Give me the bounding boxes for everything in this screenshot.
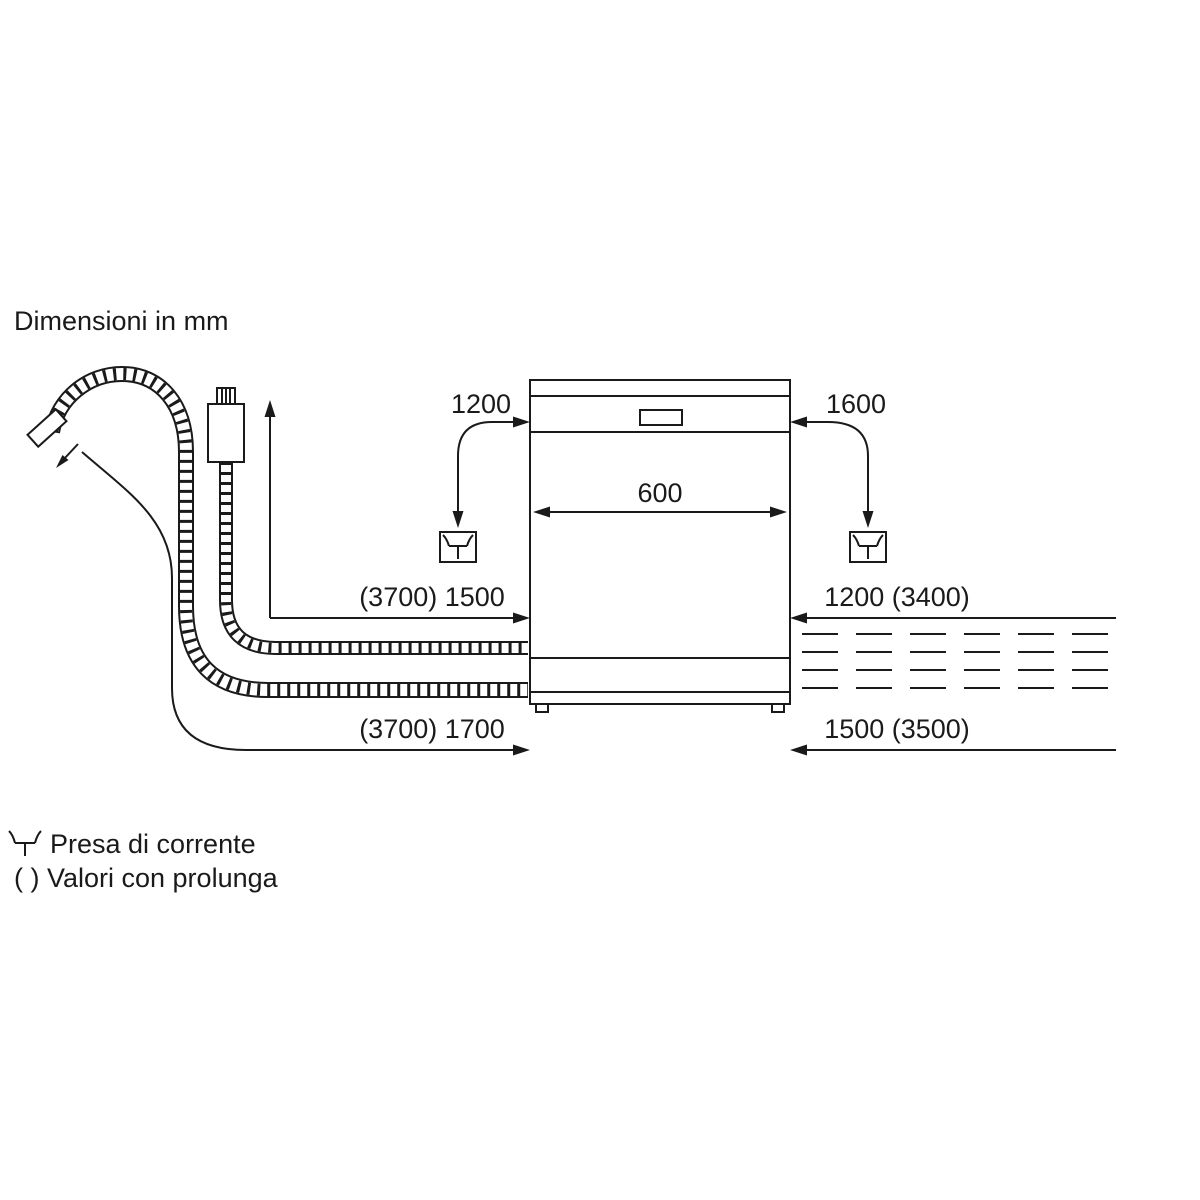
dimension-line-lower-left: (3700) 1700 bbox=[359, 714, 530, 756]
aquastop-valve bbox=[207, 387, 245, 463]
supply-hose bbox=[219, 462, 528, 655]
foot-right bbox=[771, 703, 785, 713]
legend-socket-label: Presa di corrente bbox=[50, 829, 256, 859]
dimension-arrow-socket-right: 1600 bbox=[790, 389, 886, 528]
diagram-title: Dimensioni in mm bbox=[14, 306, 229, 336]
dimension-arrow-width: 600 bbox=[533, 478, 787, 518]
dimension-label-upper-right: 1200 (3400) bbox=[824, 582, 970, 612]
socket-fork-icon-right bbox=[852, 534, 884, 559]
dimension-line-upper-left: (3700) 1500 bbox=[270, 582, 530, 624]
socket-box-left bbox=[439, 531, 477, 563]
legend: Presa di corrente ( ) Valori con prolung… bbox=[8, 829, 279, 893]
foot-left bbox=[535, 703, 549, 713]
socket-fork-icon-left bbox=[442, 534, 474, 559]
dimension-label-lower-right: 1500 (3500) bbox=[824, 714, 970, 744]
dimension-arrow-socket-left: 1200 bbox=[451, 389, 530, 528]
drain-hose bbox=[44, 365, 528, 698]
legend-extension-note: ( ) Valori con prolunga bbox=[14, 863, 279, 893]
legend-socket-fork-icon bbox=[8, 830, 42, 856]
dimension-line-lower-right: 1500 (3500) bbox=[790, 714, 1116, 756]
drain-flow-arrowhead bbox=[56, 455, 69, 468]
socket-box-right bbox=[849, 531, 887, 563]
dimension-label-upper-left: (3700) 1500 bbox=[359, 582, 505, 612]
hose-continuation-dashes bbox=[802, 633, 1116, 689]
up-arrowhead bbox=[264, 400, 276, 417]
dimension-line-upper-right: 1200 (3400) bbox=[790, 582, 1116, 624]
tap-height-arrow bbox=[264, 400, 276, 618]
dishwasher-outline bbox=[529, 379, 791, 713]
power-cord bbox=[81, 451, 514, 751]
dimension-label-width: 600 bbox=[637, 478, 682, 508]
dimension-label-lower-left: (3700) 1700 bbox=[359, 714, 505, 744]
dimension-label-socket-right: 1600 bbox=[826, 389, 886, 419]
drain-hose-end-cap bbox=[26, 407, 79, 468]
control-display bbox=[639, 409, 683, 426]
dimension-label-socket-left: 1200 bbox=[451, 389, 511, 419]
